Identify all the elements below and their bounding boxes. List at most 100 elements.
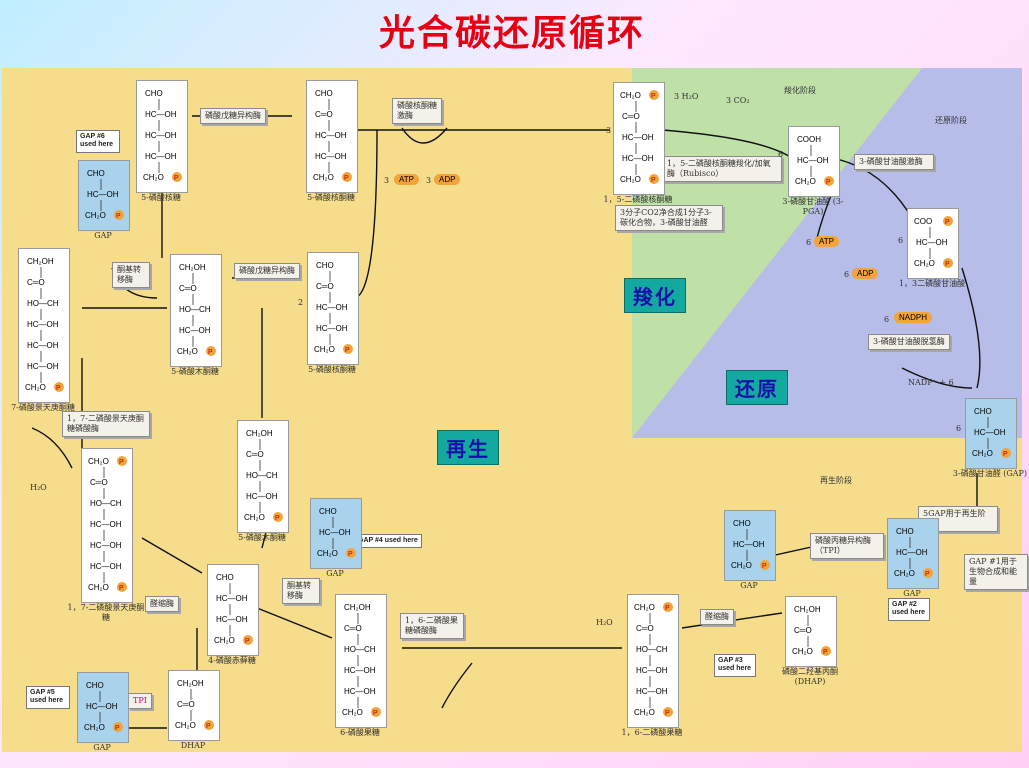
- molecule-label: GAP: [94, 231, 112, 240]
- phosphate-letter: P: [119, 459, 124, 466]
- reagent-h2o-in: 3 H₂O: [674, 92, 699, 101]
- molecule-label: 5-磷酸核酮糖: [307, 193, 355, 202]
- stoich-bpg: 6: [898, 236, 904, 245]
- phosphate-letter: P: [945, 219, 950, 226]
- phosphate-icon: [821, 646, 831, 656]
- gap2-tag: GAP #2 used here: [888, 598, 930, 621]
- atom-line: HC—OH: [86, 702, 118, 711]
- atp-badge: ATP: [394, 174, 419, 185]
- atom-line: HC—OH: [145, 152, 177, 161]
- phosphate-icon: [663, 707, 673, 717]
- phosphate-letter: P: [826, 179, 831, 186]
- molecule-label: GAP: [903, 589, 921, 598]
- atom-line: HC—OH: [896, 548, 928, 557]
- phosphate-icon: [204, 720, 214, 730]
- molecule-label: 6-磷酸果糖: [340, 728, 380, 737]
- molecule-label: 3-磷酸甘油醛 (GAP): [952, 469, 1028, 478]
- atom-line: CH₂OH: [27, 257, 54, 266]
- phosphate-icon: [117, 456, 127, 466]
- atom-line: CH₂OH: [179, 263, 206, 272]
- atom-line: HC—OH: [316, 324, 348, 333]
- molecule-label: 5-磷酸木酮糖: [238, 533, 286, 542]
- molecule-label: 5-磷酸核糖: [141, 193, 181, 202]
- enzyme-transketolase-bottom: 酮基转移酶: [282, 578, 320, 604]
- atom-line: C═O: [794, 626, 812, 635]
- atom-line: CH₂O: [317, 549, 338, 558]
- enzyme-aldolase-left: 醛缩酶: [145, 596, 179, 612]
- stoich-pga: 6: [778, 150, 784, 159]
- molecule-label: GAP: [93, 743, 111, 752]
- phosphate-icon: [342, 172, 352, 182]
- phosphate-letter: P: [651, 177, 656, 184]
- atom-line: HC—OH: [797, 156, 829, 165]
- atom-line: CH₂O: [894, 569, 915, 578]
- arrow-rubisco: [661, 129, 793, 159]
- phosphate-icon: [663, 602, 673, 612]
- adp6-badge: ADP: [852, 268, 879, 279]
- atom-line: HO—CH: [246, 471, 278, 480]
- note-carbon-fixation: 3分子CO2净合成1分子3-碳化合物，3-磷酸甘油醛: [615, 205, 723, 231]
- phosphate-letter: P: [56, 385, 61, 392]
- molecule-label: GAP: [326, 569, 344, 578]
- atom-line: COOH: [797, 135, 821, 144]
- enzyme-sbpase: 1，7-二磷酸景天庚酮糖磷酸酶: [62, 411, 150, 437]
- atom-line: HO—CH: [179, 305, 211, 314]
- enzyme-tpi-short: TPI: [128, 693, 152, 709]
- molecule-label: 1，6-二磷酸果糖: [621, 728, 683, 737]
- atom-line: C═O: [246, 450, 264, 459]
- phosphate-letter: P: [945, 261, 950, 268]
- atom-line: HC—OH: [27, 320, 59, 329]
- atom-line: HC—OH: [315, 152, 347, 161]
- gap3-tag: GAP #3 used here: [714, 654, 756, 677]
- phosphate-letter: P: [345, 347, 350, 354]
- atom-line: HC—OH: [216, 615, 248, 624]
- atom-line: CH₂OH: [344, 603, 371, 612]
- enzyme-ribose-isomerase: 磷酸戊糖异构酶: [200, 108, 266, 124]
- phosphate-letter: P: [348, 551, 353, 558]
- atom-line: CHO: [316, 261, 334, 270]
- atom-line: CH₂O: [795, 177, 816, 186]
- enzyme-gap-dehydrogenase: 3-磷酸甘油酸脱氢酶: [868, 334, 950, 350]
- atom-line: CH₂O: [634, 603, 655, 612]
- atom-line: CHO: [974, 407, 992, 416]
- phosphate-icon: [113, 722, 123, 732]
- atom-line: CH₂O: [143, 173, 164, 182]
- phosphate-icon: [54, 382, 64, 392]
- atom-line: HC—OH: [636, 666, 668, 675]
- enzyme-transketolase-top: 酮基转移酶: [112, 262, 150, 288]
- arrow-pi-bottom: [441, 662, 473, 709]
- adp-badge: ADP: [434, 174, 461, 185]
- atom-line: HC—OH: [27, 362, 59, 371]
- phosphate-letter: P: [344, 175, 349, 182]
- atom-line: HC—OH: [145, 131, 177, 140]
- phosphate-letter: P: [206, 723, 211, 730]
- arrow-nadph: [901, 367, 973, 389]
- stoich-rubp: 3: [606, 126, 612, 135]
- atom-line: CH₂O: [84, 723, 105, 732]
- atom-line: CH₂OH: [177, 679, 204, 688]
- phosphate-icon: [243, 635, 253, 645]
- atom-line: C═O: [27, 278, 45, 287]
- arrow-e4p-sbp: [141, 537, 203, 574]
- atom-line: HC—OH: [246, 492, 278, 501]
- atom-line: HC—OH: [179, 326, 211, 335]
- regeneration-label: 再生: [437, 430, 499, 465]
- phosphate-letter: P: [275, 515, 280, 522]
- atom-line: CH₂O: [177, 347, 198, 356]
- atom-line: HC—OH: [315, 131, 347, 140]
- phase-label-regeneration: 再生阶段: [820, 476, 852, 485]
- phosphate-icon: [923, 568, 933, 578]
- atom-line: CH₂O: [620, 175, 641, 184]
- atom-line: CH₂O: [342, 708, 363, 717]
- phosphate-icon: [273, 512, 283, 522]
